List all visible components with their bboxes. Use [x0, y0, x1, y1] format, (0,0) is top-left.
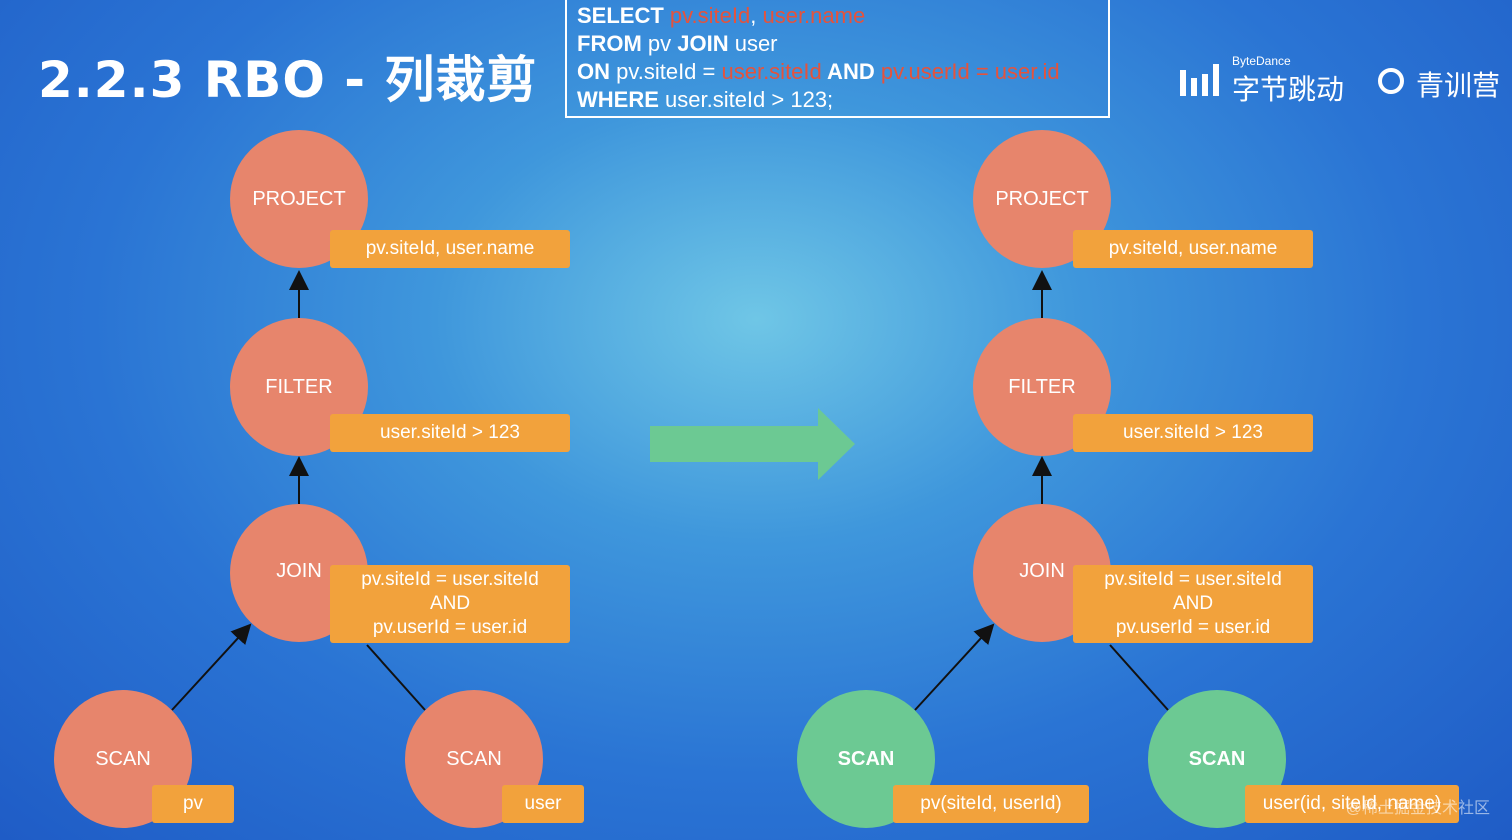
sql-highlight: user.name: [762, 3, 866, 28]
sql-keyword: ON: [577, 59, 610, 84]
sql-keyword: AND: [821, 59, 881, 84]
bytedance-en: ByteDance: [1232, 54, 1291, 68]
join-cond-2: pv.userId = user.id: [1115, 617, 1271, 638]
edge-scanuser-join-left: [366, 644, 426, 711]
join-cond-1: pv.siteId = user.siteId: [1104, 569, 1282, 590]
sql-line-where: WHERE user.siteId > 123;: [577, 86, 1098, 114]
sql-keyword: FROM: [577, 31, 642, 56]
join-cond-2: pv.userId = user.id: [372, 617, 528, 638]
sql-line-from: FROM pv JOIN user: [577, 30, 1098, 58]
join-cond-and: AND: [429, 593, 471, 614]
sql-highlight: =: [969, 59, 995, 84]
label-filter-right: user.siteId > 123: [1073, 414, 1313, 452]
edge-scanpv-join-right: [914, 623, 995, 711]
edge-scanpv-join-left: [171, 623, 252, 711]
sql-box: SELECT pv.siteId, user.name FROM pv JOIN…: [565, 0, 1110, 118]
join-cond-1: pv.siteId = user.siteId: [361, 569, 539, 590]
sql-text: pv: [641, 31, 678, 56]
sql-keyword: WHERE: [577, 87, 659, 112]
label-scan-pv-left: pv: [152, 785, 234, 823]
sql-highlight: user.id: [994, 59, 1060, 84]
sql-text: user: [728, 31, 778, 56]
label-join-left: pv.siteId = user.siteId AND pv.userId = …: [330, 565, 570, 643]
bytedance-cn: 字节跳动: [1232, 73, 1345, 106]
sql-keyword: SELECT: [577, 3, 664, 28]
label-scan-user-left: user: [502, 785, 584, 823]
label-join-right: pv.siteId = user.siteId AND pv.userId = …: [1073, 565, 1313, 643]
watermark: @稀土掘金技术社区: [1345, 800, 1490, 817]
label-scan-pv-right: pv(siteId, userId): [893, 785, 1089, 823]
sql-keyword: JOIN: [677, 31, 729, 56]
bytedance-logo: ByteDance 字节跳动: [1180, 54, 1348, 106]
label-scan-user-right: user(id, siteId, name): [1245, 785, 1459, 823]
bytedance-bars-icon: [1180, 64, 1219, 96]
qingxun-ring-icon: [1378, 68, 1404, 94]
label-project-left: pv.siteId, user.name: [330, 230, 570, 268]
sql-line-on: ON pv.siteId = user.siteId AND pv.userId…: [577, 58, 1098, 86]
join-cond-and: AND: [1172, 593, 1214, 614]
sql-text: user.siteId > 123;: [658, 87, 834, 112]
label-project-right: pv.siteId, user.name: [1073, 230, 1313, 268]
node-project-left: PROJECT: [230, 130, 368, 268]
sql-text: pv.siteId =: [610, 59, 722, 84]
edge-scanuser-join-right: [1109, 644, 1169, 711]
sql-highlight: pv.siteId: [669, 3, 751, 28]
sql-text: ,: [750, 3, 763, 28]
qingxun-cn: 青训营: [1416, 69, 1501, 102]
page-title: 2.2.3 RBO - 列裁剪: [38, 51, 538, 109]
sql-line-select: SELECT pv.siteId, user.name: [577, 2, 1098, 30]
sql-highlight: user.siteId: [721, 59, 822, 84]
label-filter-left: user.siteId > 123: [330, 414, 570, 452]
transform-arrow-icon: [650, 408, 855, 480]
sql-highlight: pv.userId: [880, 59, 970, 84]
